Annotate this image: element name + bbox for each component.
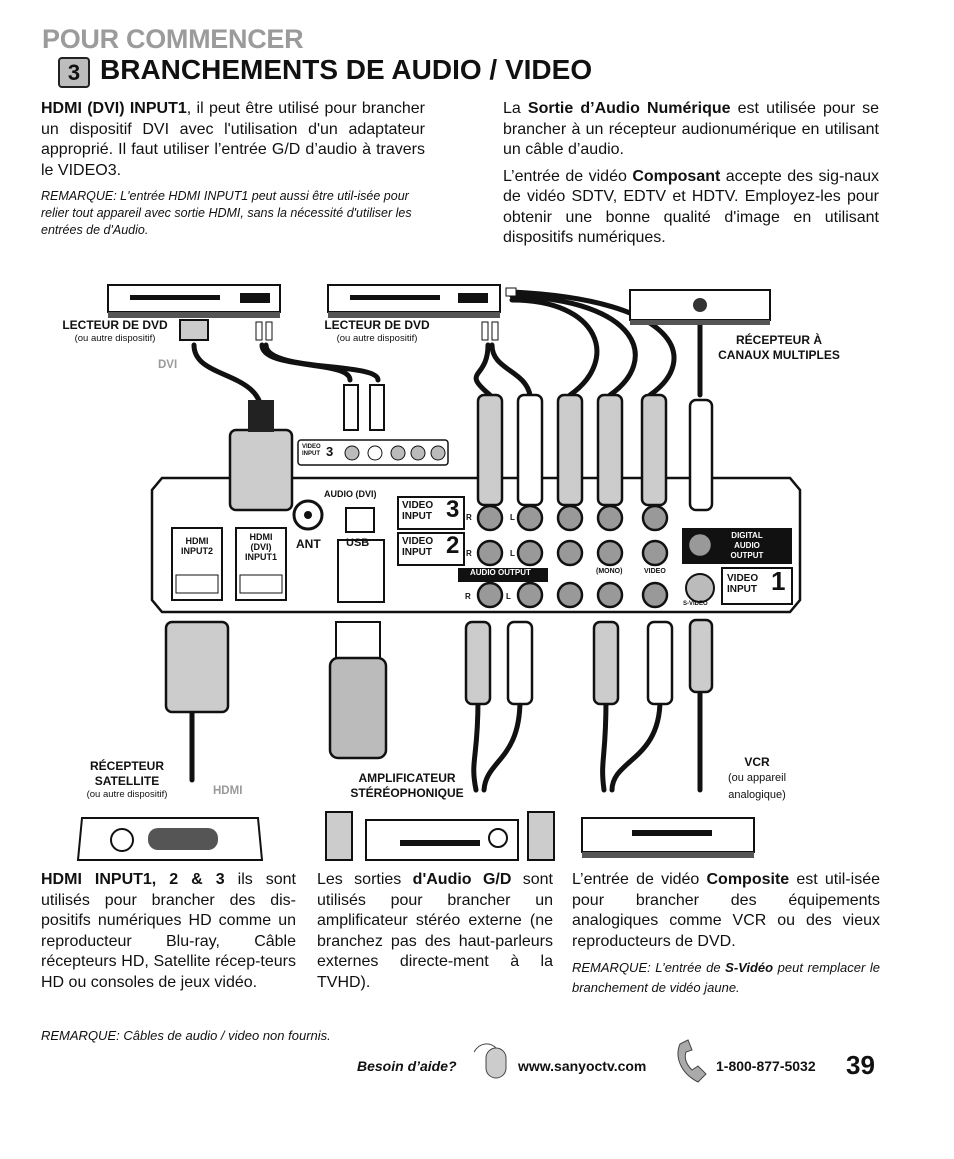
svideo-note: REMARQUE: L’entrée de S-Vidéo peut rempl… — [572, 960, 880, 995]
mono-label: (MONO) — [596, 568, 623, 575]
vcr-device — [581, 817, 755, 858]
connection-diagram — [76, 284, 802, 861]
page-number: 39 — [846, 1050, 875, 1080]
l-label-row1: L — [510, 513, 515, 522]
video-input2-num: 2 — [446, 532, 460, 559]
hdmi1-port-label: HDMI(DVI)INPUT1 — [244, 532, 277, 562]
l-label-row2: L — [510, 549, 515, 558]
digital-audio-output-label: DIGITAL AUDIO OUTPUT — [730, 531, 764, 560]
hdmi-plug — [164, 620, 230, 714]
video-input3-small-num: 3 — [326, 444, 334, 459]
intro-left: HDMI (DVI) INPUT1, il peut être utilisé … — [41, 99, 425, 239]
composite-paragraph: L’entrée de vidéo Composite est util-isé… — [572, 871, 880, 950]
video-input3-label: VIDEO INPUT — [402, 500, 434, 522]
r-label-row1: R — [466, 513, 472, 522]
usb-label: USB — [346, 537, 370, 549]
digital-audio-paragraph: La Sortie d’Audio Numérique est utilisée… — [503, 100, 880, 158]
receiver-caption: RÉCEPTEUR À CANAUX MULTIPLES — [718, 333, 840, 362]
r-label-row3: R — [465, 592, 471, 601]
multichannel-receiver — [629, 289, 771, 325]
section-title: POUR COMMENCER — [42, 24, 304, 54]
audio-out-paragraph: Les sorties d'Audio G/D sont utilisés po… — [317, 871, 554, 991]
website-link[interactable]: www.sanyoctv.com — [518, 1058, 647, 1074]
help-text: Besoin d’aide? — [357, 1058, 457, 1074]
dvd-player-2 — [327, 284, 501, 318]
dvi-plug — [179, 319, 209, 341]
video-input3-strip — [297, 439, 449, 466]
dvd1-caption: LECTEUR DE DVD (ou autre dispositif) — [62, 318, 168, 344]
audio-output-label: AUDIO OUTPUT — [470, 568, 531, 577]
video-input1-label: VIDEO INPUT — [727, 573, 759, 595]
ant-label: ANT — [296, 537, 321, 551]
amplifier-caption: AMPLIFICATEUR STÉRÉOPHONIQUE — [350, 771, 464, 800]
hdmi-dvi-note: REMARQUE: L'entrée HDMI INPUT1 peut auss… — [41, 189, 412, 237]
video-input3-num: 3 — [446, 496, 460, 523]
cables-note: REMARQUE: Câbles de audio / video non fo… — [41, 1028, 331, 1043]
video-input2-label: VIDEO INPUT — [402, 536, 434, 558]
dvi-tag: DVI — [158, 359, 178, 371]
l-label-row3: L — [506, 592, 511, 601]
phone-icon — [677, 1039, 707, 1083]
vcr-caption: VCR (ou appareil analogique) — [727, 755, 787, 801]
video-input3-small-label: VIDEO INPUT — [302, 444, 321, 457]
dvd-player-1 — [107, 284, 281, 318]
hdmi-tag: HDMI — [213, 785, 243, 797]
composite-column: L’entrée de vidéo Composite est util-isé… — [572, 870, 880, 998]
phone-number[interactable]: 1-800-877-5032 — [716, 1058, 816, 1074]
usb-stick — [328, 656, 388, 760]
r-label-row2: R — [466, 549, 472, 558]
component-paragraph: L’entrée de vidéo Composant accepte des … — [503, 167, 879, 247]
step-number-badge: 3 — [58, 57, 90, 88]
intro-right: La Sortie d’Audio Numérique est utilisée… — [503, 99, 879, 249]
dvd2-caption: LECTEUR DE DVD (ou autre dispositif) — [324, 318, 430, 344]
satellite-caption: RÉCEPTEUR SATELLITE (ou autre dispositif… — [86, 759, 168, 800]
audio-dvi-label: AUDIO (DVI) — [324, 489, 377, 499]
video-label: VIDEO — [644, 568, 666, 575]
hdmi-dvi-paragraph: HDMI (DVI) INPUT1, il peut être utilisé … — [41, 100, 426, 179]
stereo-amplifier — [325, 811, 555, 861]
page-title: BRANCHEMENTS DE AUDIO / VIDEO — [100, 54, 593, 85]
mouse-icon — [473, 1043, 507, 1079]
hdmi-inputs-paragraph: HDMI INPUT1, 2 & 3 ils sont utilisés pou… — [41, 871, 296, 991]
svideo-label: S-VIDEO — [683, 601, 708, 607]
satellite-receiver — [76, 817, 264, 861]
tv-back-panel — [150, 476, 802, 614]
video-input1-num: 1 — [771, 566, 786, 596]
hdmi-dvi-plug — [228, 428, 294, 512]
